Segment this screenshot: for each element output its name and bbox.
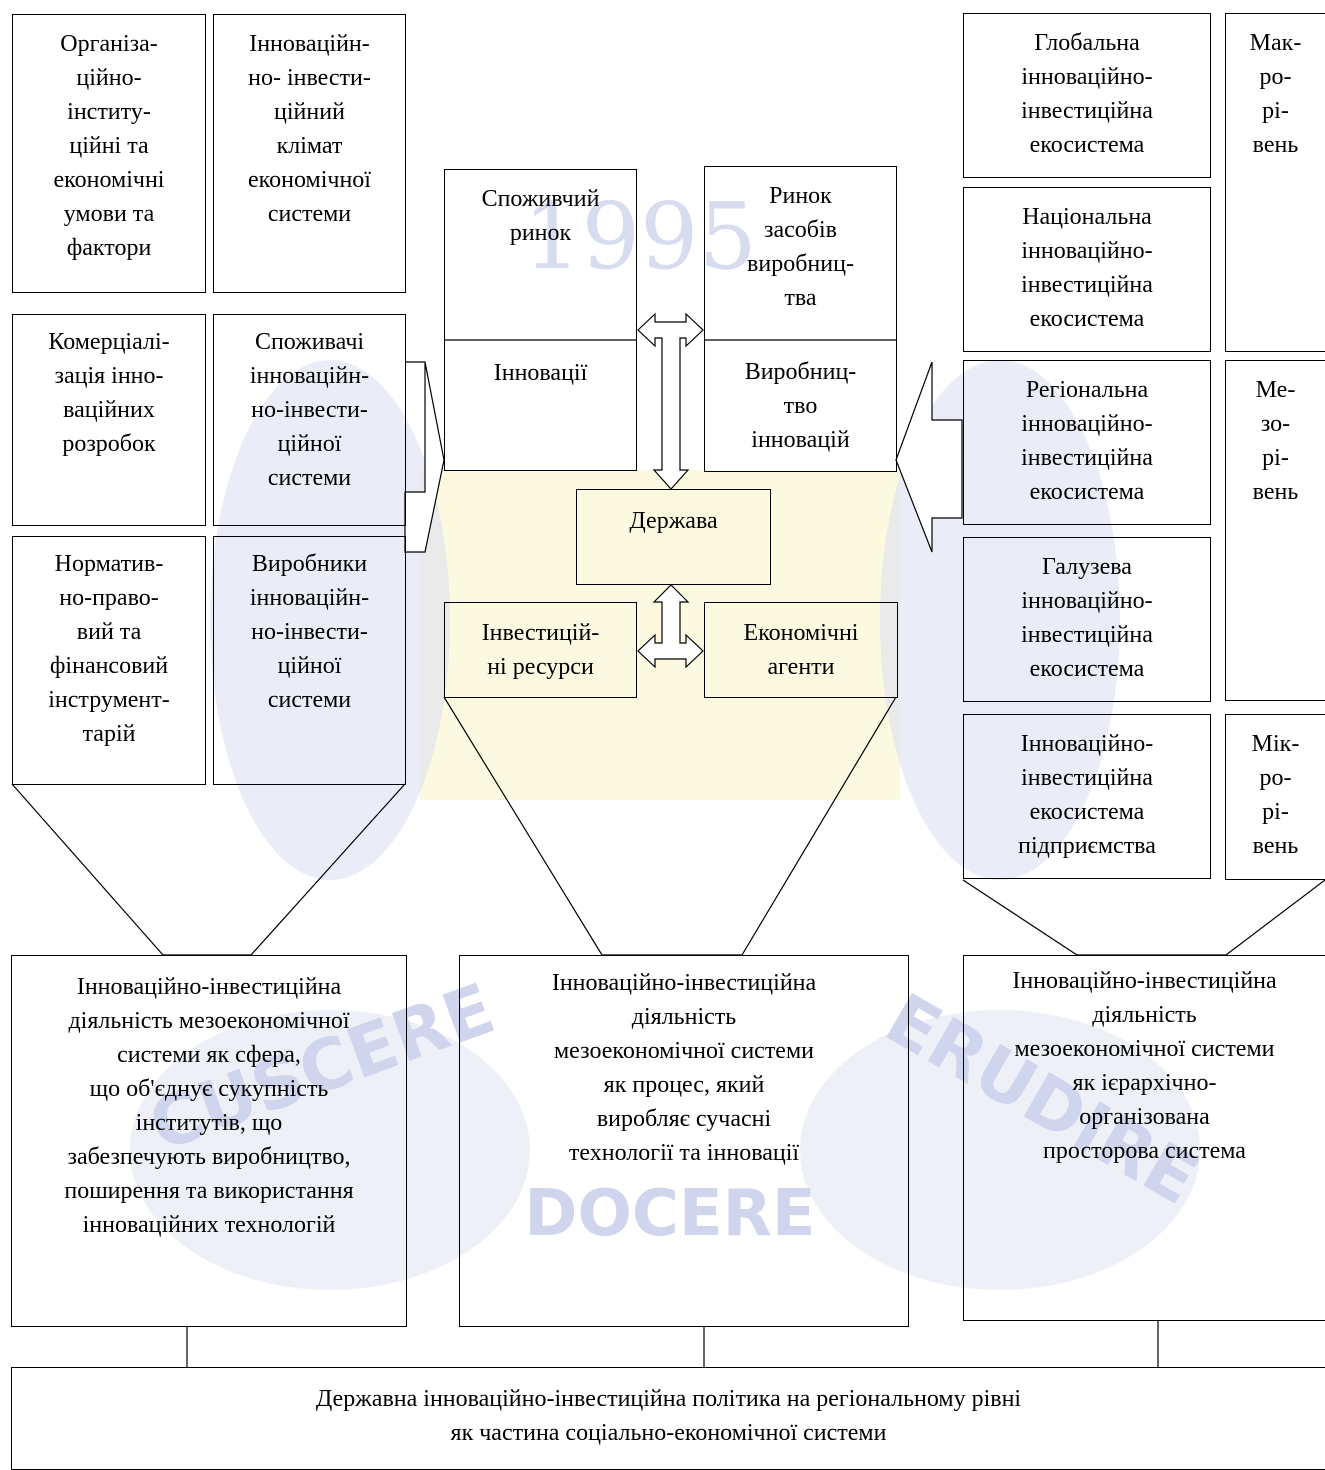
- hierarchy-text: Інноваційно-інвестиційна діяльність мезо…: [1012, 968, 1277, 1164]
- center-left-box: Споживчий ринок Інновації: [444, 169, 637, 471]
- process-box: Інноваційно-інвестиційна діяльність мезо…: [459, 955, 909, 1327]
- micro-level-box: Мік- ро- рі- вень: [1225, 714, 1325, 880]
- enterprise-ecosystem-text: Інноваційно- інвестиційна екосистема під…: [1018, 731, 1156, 859]
- conditions-text: Організа- ційно- інститу- ційні та еконо…: [53, 31, 165, 261]
- conditions-box: Організа- ційно- інститу- ційні та еконо…: [12, 14, 206, 293]
- means-market-text: Ринок засобів виробниц- тва: [747, 183, 854, 311]
- commercialization-box: Комерціалі- зація інно- ваційних розробо…: [12, 314, 206, 526]
- sphere-text: Інноваційно-інвестиційна діяльність мезо…: [64, 974, 354, 1238]
- consumer-market-text: Споживчий ринок: [481, 186, 600, 246]
- sectoral-ecosystem-text: Галузева інноваційно- інвестиційна екоси…: [1021, 554, 1153, 682]
- producers-box: Виробники інноваційн- но-інвести- ційної…: [213, 536, 406, 785]
- macro-level-text: Мак- ро- рі- вень: [1249, 30, 1302, 158]
- state-text: Держава: [629, 508, 718, 534]
- innovation-production-text: Виробниц- тво інновацій: [744, 359, 857, 453]
- regional-ecosystem-box: Регіональна інноваційно- інвестиційна ек…: [963, 360, 1211, 525]
- producers-text: Виробники інноваційн- но-інвести- ційної…: [249, 551, 370, 713]
- commercialization-text: Комерціалі- зація інно- ваційних розробо…: [48, 329, 170, 457]
- consumers-box: Споживачі інноваційн- но-інвести- ційної…: [213, 314, 406, 526]
- right-funnel: [962, 879, 1325, 956]
- investment-resources-text: Інвестицій- ні ресурси: [481, 620, 600, 680]
- global-ecosystem-box: Глобальна інноваційно- інвестиційна екос…: [963, 13, 1211, 178]
- consumers-text: Споживачі інноваційн- но-інвести- ційної…: [249, 329, 370, 491]
- global-ecosystem-text: Глобальна інноваційно- інвестиційна екос…: [1021, 30, 1153, 158]
- top-double-arrow: [637, 312, 704, 490]
- climate-box: Інноваційн- но- інвести- ційний клімат е…: [213, 14, 406, 293]
- policy-box: Державна інноваційно-інвестиційна політи…: [11, 1367, 1325, 1470]
- national-ecosystem-text: Національна інноваційно- інвестиційна ек…: [1021, 204, 1153, 332]
- regional-ecosystem-text: Регіональна інноваційно- інвестиційна ек…: [1021, 377, 1153, 505]
- regulatory-text: Норматив- но-право- вий та фінансовий ін…: [48, 551, 170, 747]
- macro-level-box: Мак- ро- рі- вень: [1225, 13, 1325, 352]
- investment-resources-box: Інвестицій- ні ресурси: [444, 602, 637, 698]
- economic-agents-box: Економічні агенти: [704, 602, 898, 698]
- regulatory-box: Норматив- но-право- вий та фінансовий ін…: [12, 536, 206, 785]
- left-funnel: [11, 783, 406, 956]
- bottom-double-arrow: [637, 584, 704, 669]
- hierarchy-box: Інноваційно-інвестиційна діяльність мезо…: [963, 955, 1325, 1321]
- process-text: Інноваційно-інвестиційна діяльність мезо…: [551, 970, 817, 1166]
- sphere-box: Інноваційно-інвестиційна діяльність мезо…: [11, 955, 407, 1327]
- climate-text: Інноваційн- но- інвести- ційний клімат е…: [248, 31, 371, 227]
- right-block-arrow: [895, 361, 963, 553]
- micro-level-text: Мік- ро- рі- вень: [1251, 731, 1300, 859]
- center-right-box: Ринок засобів виробниц- тва Виробниц- тв…: [704, 166, 897, 472]
- state-box: Держава: [576, 489, 771, 585]
- innovations-text: Інновації: [493, 360, 588, 386]
- enterprise-ecosystem-box: Інноваційно- інвестиційна екосистема під…: [963, 714, 1211, 879]
- economic-agents-text: Економічні агенти: [743, 620, 859, 680]
- left-block-arrow: [404, 361, 445, 553]
- national-ecosystem-box: Національна інноваційно- інвестиційна ек…: [963, 187, 1211, 352]
- policy-text: Державна інноваційно-інвестиційна політи…: [315, 1386, 1022, 1446]
- sectoral-ecosystem-box: Галузева інноваційно- інвестиційна екоси…: [963, 537, 1211, 702]
- meso-level-text: Ме- зо- рі- вень: [1252, 377, 1299, 505]
- center-funnel: [443, 696, 897, 956]
- meso-level-box: Ме- зо- рі- вень: [1225, 360, 1325, 701]
